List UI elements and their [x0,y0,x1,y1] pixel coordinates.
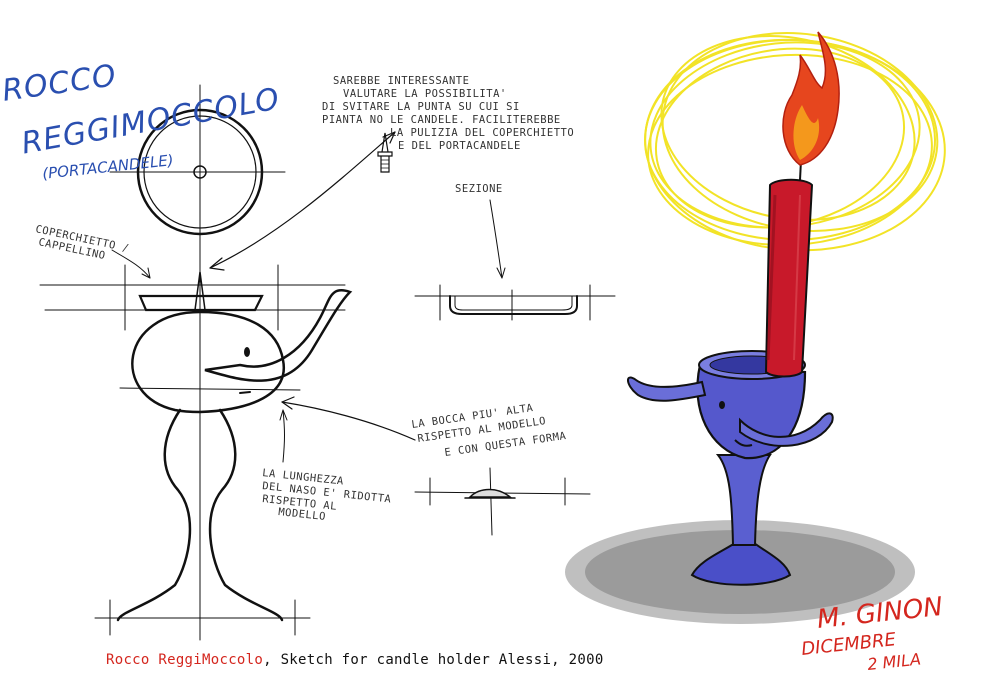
mouth [239,391,251,394]
illustration-nose [739,412,834,447]
top-view-inner-circle [143,115,257,229]
svg-text:2 MILA: 2 MILA [866,649,921,674]
stem-right [208,408,284,622]
note-bocca: LA BOCCA PIU' ALTA RISPETTO AL MODELLO E… [411,402,567,459]
svg-text:E DEL PORTACANDELE: E DEL PORTACANDELE [398,140,521,152]
title-block: ROCCO REGGIMOCCOLO (PORTACANDELE) [0,58,302,196]
lid-outline [138,294,264,312]
head-outline [131,310,286,414]
illustration-eye [719,401,725,409]
candle [764,178,814,378]
holder-stem [715,454,772,546]
note-coperchietto: COPERCHIETTO / CAPPELLINO [34,223,130,262]
top-view-center [193,165,207,179]
svg-text:LA PULIZIA DEL COPERCHIETTO: LA PULIZIA DEL COPERCHIETTO [390,127,574,139]
technical-drawing [39,84,616,641]
note-top: SAREBBE INTERESSANTE VALUTARE LA POSSIBI… [322,75,574,152]
illustration-arm [627,376,707,402]
caption-rest: , Sketch for candle holder Alessi, 2000 [263,652,604,668]
svg-text:DI SVITARE LA PUNTA SU CUI SI: DI SVITARE LA PUNTA SU CUI SI [322,101,520,113]
screw-detail [377,132,393,173]
mouth-detail [468,488,513,498]
illustration-mouth [734,439,753,447]
note-arrow [209,131,396,269]
color-illustration [565,31,946,624]
svg-text:SAREBBE INTERESSANTE: SAREBBE INTERESSANTE [333,75,469,87]
top-view-outer-circle [136,108,264,236]
note-sezione: SEZIONE [455,183,503,195]
caption: Rocco ReggiMoccolo, Sketch for candle ho… [106,652,604,668]
nose [204,289,353,382]
holder-head [696,363,807,460]
note-naso: LA LUNGHEZZA DEL NASO E' RIDOTTA RISPETT… [262,467,392,523]
artist-signature: M. GINON DICEMBRE 2 MILA [800,592,944,674]
section-profile [449,295,578,315]
svg-text:VALUTARE LA POSSIBILITA': VALUTARE LA POSSIBILITA' [343,88,507,100]
title-line-1: ROCCO [0,58,119,109]
title-subtitle: (PORTACANDELE) [41,151,175,183]
holder-base [690,539,792,586]
caption-name: Rocco ReggiMoccolo [106,652,264,668]
eye [244,347,250,357]
spike [194,271,206,311]
svg-text:MODELLO: MODELLO [278,506,327,523]
stem-left [116,408,192,622]
svg-text:PIANTA NO LE CANDELE. FACILITE: PIANTA NO LE CANDELE. FACILITEREBBE [322,114,561,126]
bocca-arrow [281,401,416,441]
